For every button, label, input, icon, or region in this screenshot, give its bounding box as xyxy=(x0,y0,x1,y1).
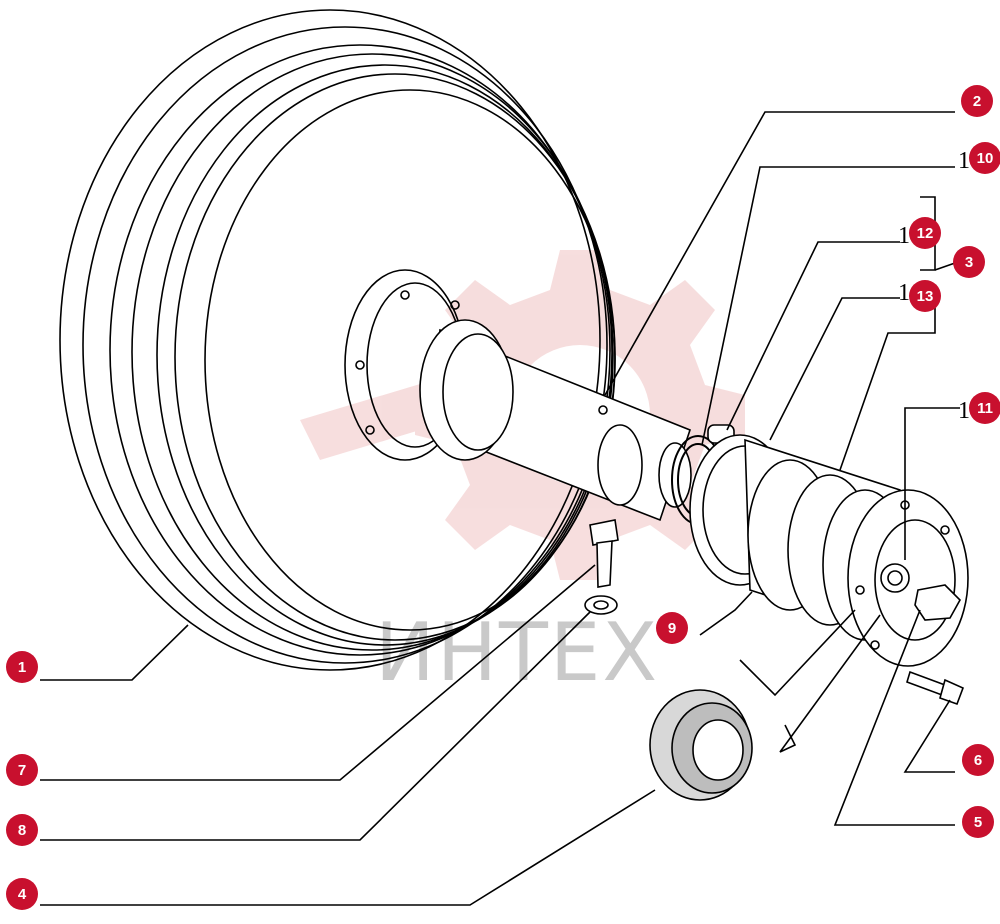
svg-text:4: 4 xyxy=(18,886,27,903)
screw xyxy=(906,670,965,706)
svg-text:8: 8 xyxy=(18,822,26,839)
svg-text:11: 11 xyxy=(977,400,993,417)
callout-8[interactable]: 8 xyxy=(6,814,38,846)
svg-text:6: 6 xyxy=(974,752,982,769)
label-prefix-11: 1 xyxy=(958,398,970,424)
shaft xyxy=(419,319,692,522)
plug xyxy=(914,584,961,621)
callout-10[interactable]: 10 xyxy=(969,142,1000,174)
label-prefix-10: 1 xyxy=(958,148,970,174)
label-prefix-12: 1 xyxy=(898,223,910,249)
label-prefix-13: 1 xyxy=(898,280,910,306)
svg-text:12: 12 xyxy=(917,225,934,242)
callout-13[interactable]: 13 xyxy=(909,280,941,312)
washer xyxy=(584,595,618,615)
svg-text:10: 10 xyxy=(977,150,994,167)
watermark-text: ИНТЕХ xyxy=(375,606,659,699)
bolt xyxy=(589,519,619,588)
callout-5[interactable]: 5 xyxy=(962,806,994,838)
callout-7[interactable]: 7 xyxy=(6,754,38,786)
seal-ring xyxy=(649,689,753,801)
callout-3[interactable]: 3 xyxy=(953,246,985,278)
callout-11[interactable]: 11 xyxy=(969,392,1000,424)
svg-text:1: 1 xyxy=(18,659,26,676)
callout-1[interactable]: 1 xyxy=(6,651,38,683)
svg-text:2: 2 xyxy=(973,93,981,110)
svg-text:3: 3 xyxy=(965,254,973,271)
callout-6[interactable]: 6 xyxy=(962,744,994,776)
idler-wheel xyxy=(59,9,616,671)
support-flange xyxy=(847,489,969,667)
callout-12[interactable]: 12 xyxy=(909,217,941,249)
svg-text:13: 13 xyxy=(917,288,934,305)
svg-text:5: 5 xyxy=(974,814,982,831)
callout-2[interactable]: 2 xyxy=(961,85,993,117)
callout-4[interactable]: 4 xyxy=(6,878,38,910)
leader-lines xyxy=(40,111,960,906)
svg-text:9: 9 xyxy=(668,620,676,637)
callout-9[interactable]: 9 xyxy=(656,612,688,644)
svg-text:7: 7 xyxy=(18,762,26,779)
